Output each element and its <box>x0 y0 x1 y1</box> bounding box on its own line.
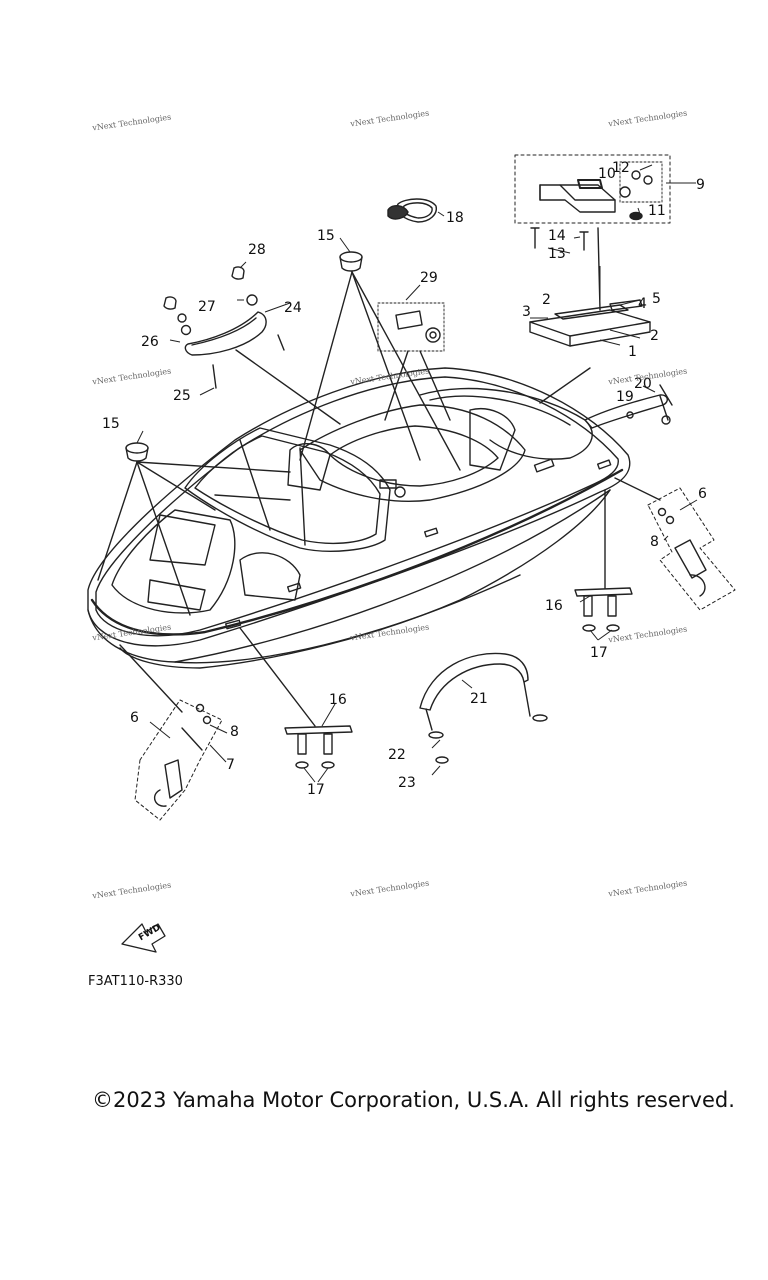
callout-17: 17 <box>590 645 608 661</box>
callout-6: 6 <box>698 486 707 502</box>
callout-22: 22 <box>388 747 406 763</box>
fwd-arrow-icon <box>121 923 166 953</box>
callout-1: 1 <box>628 344 637 360</box>
leader-lines <box>136 164 698 783</box>
callout-2: 2 <box>542 292 551 308</box>
callout-24: 24 <box>284 300 302 316</box>
part-6-tow-eye-right <box>614 477 736 611</box>
part-6-tow-eye-left <box>119 644 223 821</box>
callout-2: 2 <box>650 328 659 344</box>
callout-23: 23 <box>398 775 416 791</box>
callout-11: 11 <box>648 203 666 219</box>
callout-27: 27 <box>198 299 216 315</box>
callout-20: 20 <box>634 376 652 392</box>
callout-26: 26 <box>141 334 159 350</box>
part-16-cleat-left <box>239 627 353 769</box>
callout-4: 4 <box>638 296 647 312</box>
callout-3: 3 <box>522 304 531 320</box>
parts-24-28-handle <box>163 266 341 425</box>
callout-19: 19 <box>616 389 634 405</box>
part-19-20-tube <box>584 384 673 429</box>
diagram-code: F3AT110-R330 <box>88 974 183 989</box>
callout-10: 10 <box>598 166 616 182</box>
part-16-cleat-right <box>574 489 633 632</box>
callout-13: 13 <box>548 246 566 262</box>
callout-29: 29 <box>420 270 438 286</box>
callout-16: 16 <box>545 598 563 614</box>
callout-16: 16 <box>329 692 347 708</box>
callout-25: 25 <box>173 388 191 404</box>
part-9-assembly <box>514 154 671 251</box>
copyright-text: ©2023 Yamaha Motor Corporation, U.S.A. A… <box>92 1088 735 1112</box>
part-15-cupholder-top <box>299 251 461 471</box>
callout-5: 5 <box>652 291 661 307</box>
callout-8: 8 <box>650 534 659 550</box>
callout-15: 15 <box>317 228 335 244</box>
part-18-mirror <box>387 198 437 223</box>
part-29-panel <box>377 302 451 421</box>
callout-17: 17 <box>307 782 325 798</box>
callout-6: 6 <box>130 710 139 726</box>
callout-7: 7 <box>226 757 235 773</box>
callout-9: 9 <box>696 177 705 193</box>
callout-8: 8 <box>230 724 239 740</box>
callout-15: 15 <box>102 416 120 432</box>
callout-28: 28 <box>248 242 266 258</box>
part-21-grab-rail <box>419 652 548 764</box>
parts-1-5-rail <box>529 227 651 404</box>
callout-12: 12 <box>612 160 630 176</box>
callout-21: 21 <box>470 691 488 707</box>
part-15-cupholder-left <box>97 442 291 616</box>
boat-hull <box>87 367 631 669</box>
callout-18: 18 <box>446 210 464 226</box>
callout-14: 14 <box>548 228 566 244</box>
